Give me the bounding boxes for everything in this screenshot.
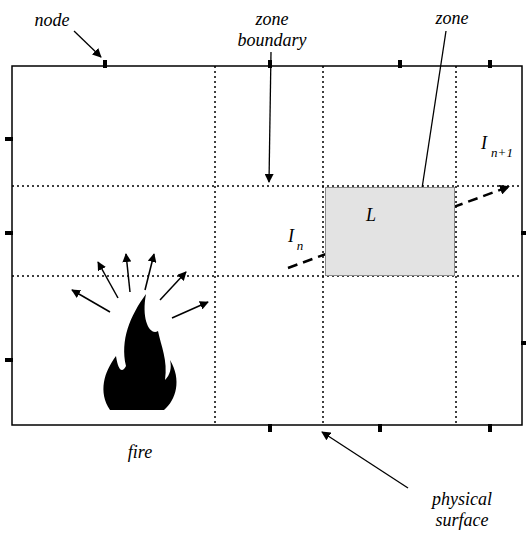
callout-label: node xyxy=(35,10,70,31)
radiation-arrows xyxy=(72,254,208,318)
intensity-subscript: n+1 xyxy=(491,146,513,161)
zone-boundaries xyxy=(12,66,522,425)
fire-icon xyxy=(103,294,176,410)
callout-label: zone boundary xyxy=(222,9,322,50)
intensity-symbol: I xyxy=(481,133,487,154)
zone-box: L xyxy=(325,187,455,276)
physical-surface xyxy=(12,66,522,425)
callout-label: physical surface xyxy=(417,489,507,530)
callout-label: fire xyxy=(128,442,152,463)
callout-label: zone xyxy=(436,8,469,29)
intensity-subscript: n xyxy=(297,239,304,254)
intensity-symbol: I xyxy=(288,226,294,247)
surface-nodes xyxy=(5,60,526,432)
zone-symbol: L xyxy=(366,206,376,226)
